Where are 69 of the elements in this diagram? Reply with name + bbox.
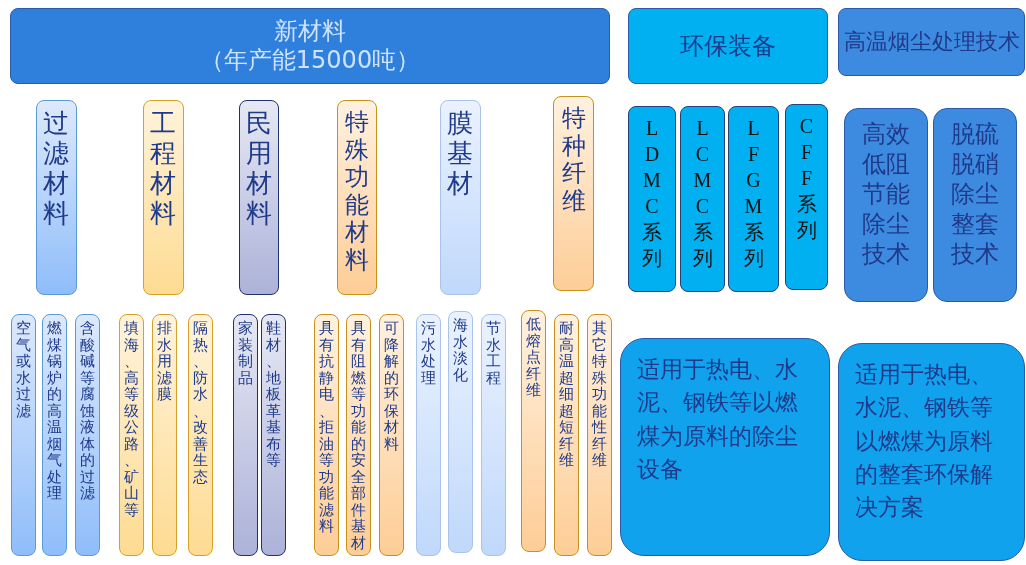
- technology-box: [933, 108, 1017, 302]
- box-label: 低熔点纤维: [525, 316, 542, 399]
- box-label: 特殊功能材料: [344, 109, 370, 275]
- box-label: 特种纤维: [560, 105, 587, 216]
- category-box: [554, 314, 579, 556]
- box-label: 适用于热电、水泥、钢铁等以燃煤为原料的整套环保解决方案: [855, 360, 994, 523]
- box-label: 具有抗静电、拒油等功能滤料: [318, 320, 335, 535]
- category-box: [188, 314, 213, 556]
- category-box: [587, 314, 612, 556]
- box-label: 污水处理: [420, 320, 437, 386]
- category-box: [379, 314, 404, 556]
- box-label: 含酸碱等腐蚀液体的过滤: [79, 320, 96, 502]
- box-label: 高效低阻节能除尘技术: [861, 119, 911, 269]
- box-label: 适用于热电、水泥、钢铁等以燃煤为原料的除尘设备: [637, 355, 799, 485]
- technology-box: [844, 108, 928, 302]
- category-box: [11, 314, 36, 556]
- capacity-note: （年产能15000吨）: [199, 46, 421, 75]
- box-label: 具有阻燃等功能的安全部件基材: [350, 320, 367, 551]
- header-box: [838, 8, 1025, 76]
- box-label: 其它特殊功能性纤维: [591, 320, 608, 469]
- category-box: [42, 314, 67, 556]
- box-label: 燃煤锅炉的高温烟气处理: [46, 320, 63, 502]
- category-box: [143, 100, 184, 295]
- series-box: [628, 106, 676, 292]
- category-box: [119, 314, 144, 556]
- category-box: [440, 100, 481, 295]
- box-label: 空气或水过滤: [15, 320, 32, 419]
- category-box: [553, 96, 594, 291]
- box-label: LFGM系列: [743, 116, 764, 271]
- box-label: LCMC系列: [692, 116, 713, 271]
- box-label: 海水淡化: [452, 317, 469, 383]
- series-box: [680, 106, 725, 292]
- box-label: 隔热、防水、改善生态: [192, 320, 209, 485]
- box-label: 节水工程: [485, 320, 502, 386]
- category-box: [261, 314, 286, 556]
- box-label: 鞋材、地板革基布等: [265, 320, 282, 469]
- box-label: 高温烟尘处理技术: [843, 28, 1020, 56]
- box-label: 家装制品: [237, 320, 254, 386]
- category-box: [314, 314, 339, 556]
- category-box: [239, 100, 279, 295]
- category-box: [36, 100, 77, 295]
- box-label: 工程材料: [149, 109, 178, 229]
- category-box: [152, 314, 177, 556]
- series-box: [785, 104, 828, 290]
- category-box: [75, 314, 100, 556]
- box-label: LDMC系列: [642, 116, 662, 271]
- box-label: 民用材料: [245, 109, 273, 229]
- box-label: 新材料: [274, 17, 346, 46]
- box-label: 可降解的环保材料: [383, 320, 400, 452]
- category-box: [448, 311, 473, 553]
- box-label: 耐高温超细超短纤维: [558, 320, 575, 469]
- box-label: 脱硫脱硝除尘整套技术: [950, 119, 1000, 269]
- header-box: [628, 8, 828, 84]
- series-box: [728, 106, 779, 292]
- category-box: [521, 310, 546, 552]
- box-label: 填海、高等级公路、矿山等: [123, 320, 140, 518]
- description-box: [838, 343, 1025, 561]
- category-box: [481, 314, 506, 556]
- box-label: CFF系列: [796, 114, 817, 243]
- category-box: [337, 100, 377, 295]
- category-box: [346, 314, 371, 556]
- box-label: 过滤材料: [42, 109, 71, 229]
- category-box: [233, 314, 258, 556]
- box-label: 膜基材: [446, 109, 475, 199]
- header-box: [10, 8, 610, 84]
- box-label: 排水用滤膜: [156, 320, 173, 403]
- box-label: 环保装备: [680, 31, 776, 61]
- category-box: [416, 314, 441, 556]
- description-box: [620, 338, 830, 556]
